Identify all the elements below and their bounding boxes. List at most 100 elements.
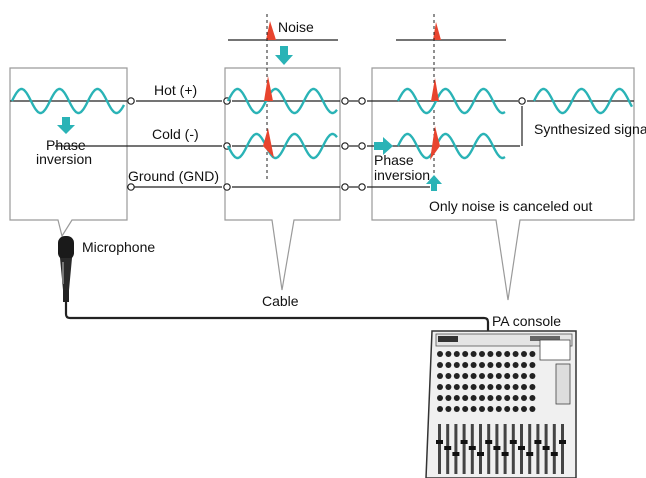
console-knob xyxy=(470,395,477,401)
signal-waves xyxy=(10,87,634,160)
console-knob xyxy=(479,362,485,368)
console-knob xyxy=(495,384,502,390)
console-knob xyxy=(512,362,519,368)
phase-inversion-left-line1: Phase xyxy=(46,137,86,153)
console-knob xyxy=(453,373,460,379)
console-fader-cap xyxy=(460,440,468,444)
console-knob xyxy=(479,406,485,412)
console-knob xyxy=(445,384,452,390)
console-fader-cap xyxy=(559,440,566,444)
console-knob xyxy=(529,362,536,368)
console-knob xyxy=(470,351,477,357)
right-arrow-icon xyxy=(374,137,393,155)
console-knob xyxy=(437,406,443,412)
console-fader-cap xyxy=(468,446,476,450)
console-knob xyxy=(529,384,536,390)
console-fader xyxy=(536,424,540,474)
console-fader-cap xyxy=(509,440,517,444)
box-console-side xyxy=(371,67,635,301)
console-knob xyxy=(504,395,511,401)
synthesized-wave xyxy=(532,87,634,115)
down-arrow-icon xyxy=(57,117,75,134)
console-knob xyxy=(445,362,452,368)
synthesized-signal-label: Synthesized signal xyxy=(534,121,646,137)
noise-spike-icon xyxy=(433,22,441,40)
console-knob xyxy=(453,384,460,390)
only-noise-canceled-label: Only noise is canceled out xyxy=(429,198,593,214)
console-knob xyxy=(487,351,494,357)
cable-label: Cable xyxy=(262,293,299,309)
phase-inversion-right-line2: inversion xyxy=(374,167,430,183)
console-knob xyxy=(479,384,485,390)
console-knob xyxy=(445,351,452,357)
console-knob xyxy=(521,351,527,357)
console-knob xyxy=(529,395,536,401)
console-knob xyxy=(479,373,485,379)
console-knob xyxy=(504,373,511,379)
console-cold-wave xyxy=(396,132,506,160)
ground-label: Ground (GND) xyxy=(128,168,219,184)
console-knob xyxy=(479,395,485,401)
console-knob xyxy=(445,406,452,412)
box-microphone-side xyxy=(9,67,128,238)
console-fader-cap xyxy=(444,446,452,450)
console-knob xyxy=(437,395,443,401)
console-knob xyxy=(462,384,469,390)
console-knob xyxy=(512,406,519,412)
console-knob xyxy=(495,362,502,368)
console-knob xyxy=(470,362,477,368)
console-fader xyxy=(487,424,491,474)
cable-hot-wave xyxy=(226,87,338,115)
console-knob xyxy=(445,373,452,379)
noise-on-cold-icon xyxy=(263,128,274,158)
console-knob xyxy=(512,373,519,379)
console-knob xyxy=(462,351,469,357)
console-fader-cap xyxy=(485,440,493,444)
console-knob xyxy=(512,384,519,390)
console-knob xyxy=(487,406,494,412)
console-knob xyxy=(521,384,527,390)
console-knob xyxy=(453,351,460,357)
console-knob xyxy=(462,362,469,368)
console-fader xyxy=(462,424,466,474)
phase-inversion-right-line1: Phase xyxy=(374,152,414,168)
console-knob xyxy=(437,384,443,390)
console-knob xyxy=(462,373,469,379)
console-knob xyxy=(504,362,511,368)
console-hot-wave xyxy=(396,87,506,115)
phase-inversion-left-line2: inversion xyxy=(36,151,92,167)
console-fader xyxy=(454,424,458,474)
console-knob xyxy=(470,373,477,379)
console-fader xyxy=(479,424,482,474)
console-fader xyxy=(511,424,515,474)
down-arrow-icon xyxy=(275,46,293,65)
console-knob xyxy=(453,406,460,412)
console-fader xyxy=(438,424,441,474)
noise-label: Noise xyxy=(278,19,314,35)
console-knob xyxy=(479,351,485,357)
console-knob xyxy=(504,406,511,412)
console-knob xyxy=(462,395,469,401)
console-knob xyxy=(487,362,494,368)
console-knob xyxy=(495,406,502,412)
console-knob xyxy=(495,395,502,401)
console-knob xyxy=(495,373,502,379)
console-knob xyxy=(521,395,527,401)
noise-on-cold-console-icon xyxy=(430,126,440,160)
box-cable xyxy=(224,67,341,291)
hot-label: Hot (+) xyxy=(154,82,197,98)
console-fader-cap xyxy=(436,440,443,444)
console-knob xyxy=(521,406,527,412)
console-fader-cap xyxy=(518,446,525,450)
console-fader-cap xyxy=(534,440,542,444)
console-knob xyxy=(529,373,536,379)
console-fader-cap xyxy=(526,452,534,456)
console-fader-cap xyxy=(452,452,460,456)
console-knob xyxy=(470,406,477,412)
console-knob xyxy=(437,351,443,357)
cold-label: Cold (-) xyxy=(152,126,199,142)
console-knob xyxy=(470,384,477,390)
console-knob xyxy=(453,395,460,401)
cable-cold-wave xyxy=(226,132,338,160)
